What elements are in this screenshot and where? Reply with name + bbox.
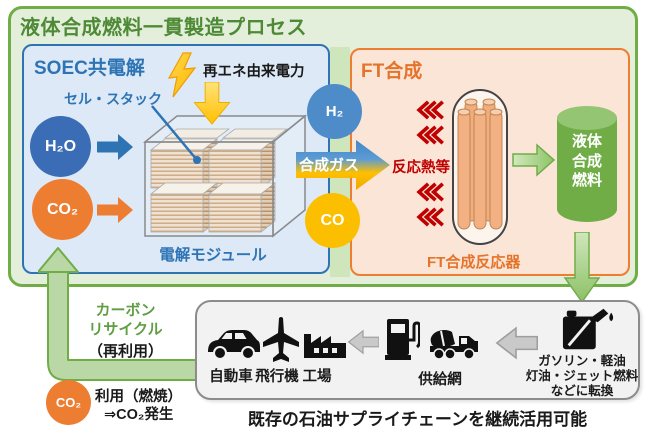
factory-icon xyxy=(302,324,348,360)
syngas-label: 合成ガス xyxy=(298,157,359,174)
syngas-arrow xyxy=(296,137,392,193)
co-circle: CO xyxy=(305,193,360,248)
airplane-icon xyxy=(262,316,300,364)
carbon-recycle-label: カーボン リサイクル xyxy=(88,302,163,338)
co2-arrow xyxy=(97,195,135,225)
carbon-reuse-label: （再利用） xyxy=(87,343,163,360)
co2-small-circle: CO₂ xyxy=(46,380,91,425)
fuel-conversion-text: ガソリン・軽油 灯油・ジェット燃料 などに転換 xyxy=(525,354,639,398)
carbon-recycle-pipe xyxy=(38,246,203,386)
heat-chevron-icon xyxy=(416,207,444,227)
heat-chevron-icon xyxy=(416,182,444,202)
lightning-icon xyxy=(167,52,197,98)
h2o-arrow xyxy=(97,132,135,162)
heat-chevron-icon xyxy=(416,100,444,120)
network-label: 供給網 xyxy=(418,372,462,388)
fuel-down-arrow xyxy=(563,232,601,304)
co2-circle: CO₂ xyxy=(32,179,93,240)
renewable-power-label: 再エネ由来電力 xyxy=(203,64,305,80)
car-icon xyxy=(206,325,262,361)
product-right-arrow xyxy=(512,142,556,178)
usage-label-car: 自動車 xyxy=(209,369,253,385)
ft-reactor-label: FT合成反応器 xyxy=(427,254,521,271)
fuel-cylinder-graphic xyxy=(556,105,618,225)
cell-stack-label: セル・スタック xyxy=(64,91,162,107)
page-title: 液体合成燃料一貫製造プロセス xyxy=(20,17,307,39)
left-arrow-icon xyxy=(494,326,538,360)
ft-reactor-graphic xyxy=(449,87,511,247)
h2o-circle: H₂O xyxy=(30,116,91,177)
heat-chevron-icon xyxy=(416,125,444,145)
left-arrow-icon xyxy=(347,327,379,357)
co2-use-note: 利用（燃焼） xyxy=(95,389,182,405)
power-down-arrow xyxy=(192,82,232,126)
h2-circle: H₂ xyxy=(307,84,362,139)
module-label: 電解モジュール xyxy=(159,247,267,264)
usage-label-plane: 飛行機 xyxy=(255,369,299,385)
ft-title: FT合成 xyxy=(361,61,423,82)
fuel-cylinder-label: 液体 合成 燃料 xyxy=(571,133,602,189)
cell-stack-pointer xyxy=(146,100,206,170)
usage-label-factory: 工場 xyxy=(302,369,332,385)
heat-label: 反応熱等 xyxy=(392,160,450,176)
soec-title: SOEC共電解 xyxy=(34,58,145,79)
electrolysis-module-graphic xyxy=(133,104,313,246)
fuel-pump-icon xyxy=(384,314,420,360)
supply-chain-caption: 既存の石油サプライチェーンを継続活用可能 xyxy=(247,410,588,429)
fuel-can-icon xyxy=(561,306,617,352)
tank-truck-icon xyxy=(427,328,481,360)
co2-generation-note: ⇒CO₂発生 xyxy=(104,407,174,423)
